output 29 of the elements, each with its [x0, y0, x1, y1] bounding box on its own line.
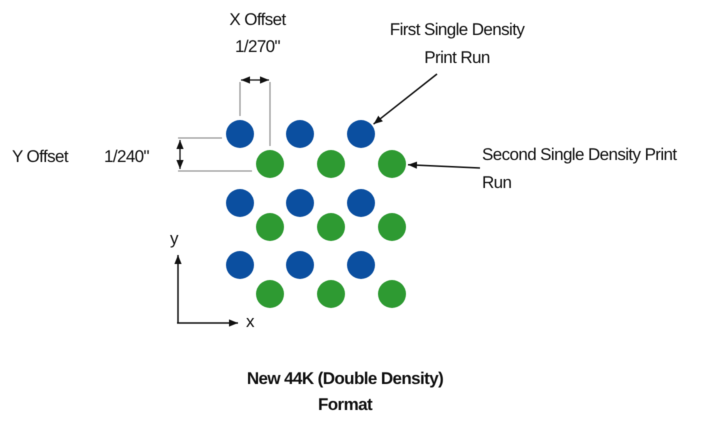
- ink-dot: [378, 280, 406, 308]
- ink-dot: [286, 189, 314, 217]
- ink-dot: [226, 189, 254, 217]
- ink-dot: [317, 150, 345, 178]
- ink-dot: [256, 150, 284, 178]
- leader-arrow: [408, 162, 480, 169]
- ink-dot: [226, 251, 254, 279]
- ink-dot: [347, 189, 375, 217]
- ink-dot: [317, 280, 345, 308]
- ink-dot: [256, 280, 284, 308]
- ink-dot: [347, 120, 375, 148]
- dimension-label: 1/240": [104, 146, 149, 168]
- axis-label: x: [246, 311, 254, 333]
- ink-dot: [347, 251, 375, 279]
- ink-dot: [378, 150, 406, 178]
- leader-arrow: [373, 73, 438, 125]
- dimension-label: X Offset: [228, 9, 288, 31]
- ink-dot: [256, 213, 284, 241]
- caption: New 44K (Double Density) Format: [246, 368, 444, 416]
- ink-dot: [286, 251, 314, 279]
- ink-dot: [317, 213, 345, 241]
- dimension-label: 1/270": [234, 36, 281, 58]
- axis-label: y: [170, 228, 178, 250]
- ink-dot: [226, 120, 254, 148]
- dimension-label: Y Offset: [12, 146, 68, 168]
- callout-text: First Single Density Print Run: [388, 19, 526, 69]
- ink-dot: [378, 213, 406, 241]
- ink-dot: [286, 120, 314, 148]
- callout-text: Second Single Density Print Run: [482, 144, 678, 194]
